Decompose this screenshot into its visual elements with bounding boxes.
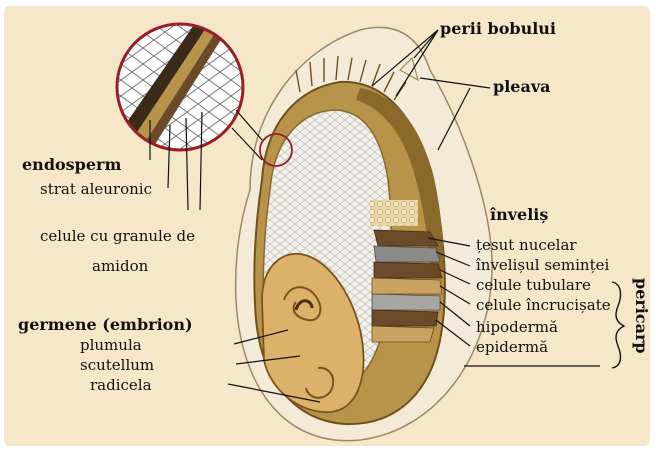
aleurone-block [370, 200, 418, 226]
label-perii-bobului: perii bobului [440, 19, 556, 38]
label-pleava: pleava [493, 77, 550, 96]
label-celule-granule-line2: amidon [92, 257, 149, 275]
label-celule-incrucisate: celule încrucișate [476, 296, 611, 314]
label-plumula: plumula [80, 336, 142, 354]
label-endosperm: endosperm [22, 155, 121, 174]
label-invelis: înveliș [490, 205, 548, 224]
label-strat-aleuronic: strat aleuronic [40, 180, 152, 198]
label-celule-granule-line1: celule cu granule de [40, 227, 195, 245]
label-scutellum: scutellum [80, 356, 154, 374]
label-pericarp: pericarp [632, 278, 651, 354]
label-hipoderma: hipodermă [476, 318, 558, 336]
label-celule-tubulare: celule tubulare [476, 276, 591, 294]
label-epiderma: epidermă [476, 338, 548, 356]
label-germene: germene (embrion) [18, 315, 193, 334]
label-tesut-nucelar: țesut nucelar [476, 236, 577, 254]
label-invelisul-semintei: învelișul seminței [476, 256, 609, 274]
label-radicela: radicela [90, 376, 152, 394]
